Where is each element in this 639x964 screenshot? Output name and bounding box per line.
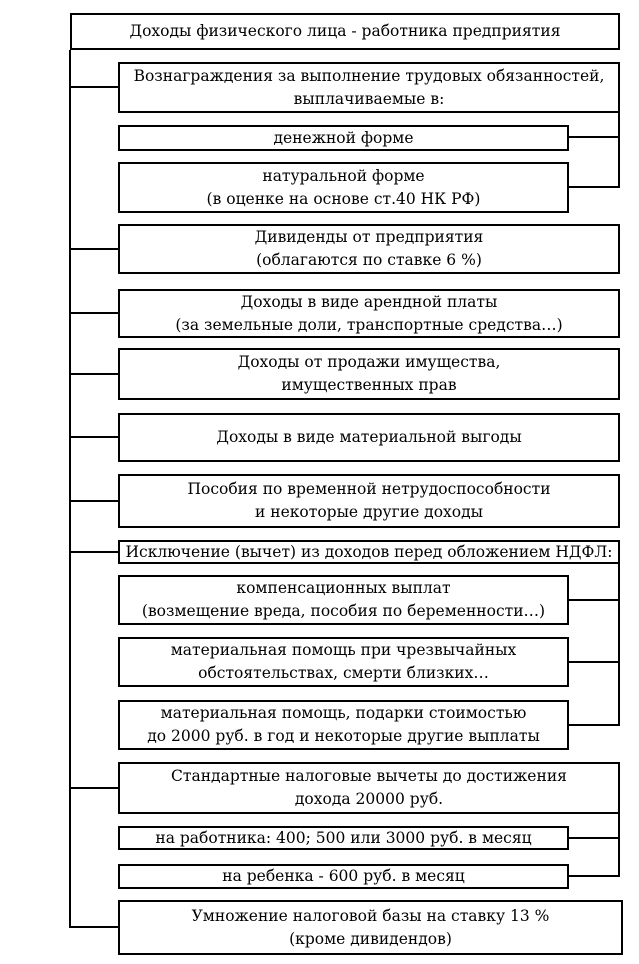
connector-branch-material-aid-gifts xyxy=(567,724,618,726)
box-property-sale-income: Доходы от продажи имущества, имущественн… xyxy=(118,348,620,400)
connector-branch-dividends xyxy=(69,248,118,250)
box-material-aid-gifts: материальная помощь, подарки стоимостью … xyxy=(118,700,569,750)
connector-branch-tax-base xyxy=(69,926,118,928)
connector-branch-in-kind-form xyxy=(567,186,618,188)
connector-branch-property-sale xyxy=(69,373,118,375)
connector-branch-material-benefit xyxy=(69,436,118,438)
box-employee-deduction: на работника: 400; 500 или 3000 руб. в м… xyxy=(118,826,569,850)
connector-branch-employee-deduction xyxy=(567,837,618,839)
box-standard-deductions: Стандартные налоговые вычеты до достижен… xyxy=(118,762,620,814)
connector-branch-cash-form xyxy=(567,136,618,138)
connector-branch-child-deduction xyxy=(567,875,618,877)
box-employee-incomes: Доходы физического лица - работника пред… xyxy=(70,13,620,50)
connector-branch-deduction-exclusion xyxy=(69,551,118,553)
connector-branch-compensation-payments xyxy=(567,599,618,601)
box-rent-income: Доходы в виде арендной платы (за земельн… xyxy=(118,289,620,338)
box-cash-form: денежной форме xyxy=(118,125,569,151)
connector-right-rail-standard-deductions xyxy=(618,814,620,877)
box-remuneration: Вознаграждения за выполнение трудовых об… xyxy=(118,62,620,113)
connector-branch-rent-income xyxy=(69,312,118,314)
connector-branch-disability-benefits xyxy=(69,500,118,502)
box-material-aid-emergency: материальная помощь при чрезвычайных обс… xyxy=(118,637,569,687)
box-in-kind-form: натуральной форме (в оценке на основе ст… xyxy=(118,162,569,213)
box-material-benefit-income: Доходы в виде материальной выгоды xyxy=(118,413,620,462)
box-tax-base-multiplication: Умножение налоговой базы на ставку 13 % … xyxy=(118,900,623,955)
connector-right-rail-exclusions xyxy=(618,564,620,726)
box-deduction-exclusion: Исключение (вычет) из доходов перед обло… xyxy=(118,540,620,564)
connector-branch-remuneration xyxy=(69,86,118,88)
connector-branch-standard-deductions xyxy=(69,787,118,789)
box-child-deduction: на ребенка - 600 руб. в месяц xyxy=(118,864,569,889)
connector-left-trunk xyxy=(69,50,71,928)
connector-right-rail-remuneration xyxy=(618,113,620,188)
box-compensation-payments: компенсационных выплат (возмещение вреда… xyxy=(118,575,569,625)
box-disability-benefits: Пособия по временной нетрудоспособности … xyxy=(118,474,620,528)
box-dividends: Дивиденды от предприятия (облагаются по … xyxy=(118,224,620,274)
connector-branch-material-aid-emergency xyxy=(567,661,618,663)
